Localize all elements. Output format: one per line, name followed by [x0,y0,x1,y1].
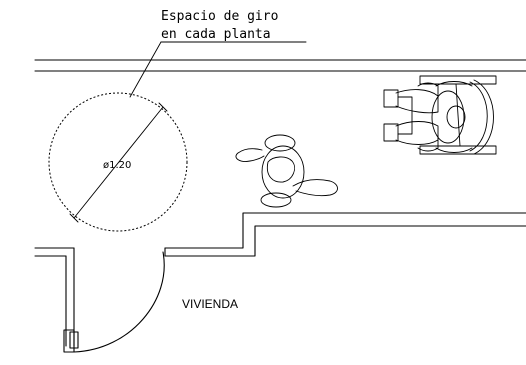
door [63,251,165,353]
turning-circle: ø1.20 [48,92,188,232]
turning-circle-outline [48,92,188,232]
diameter-label: ø1.20 [103,160,131,171]
corridor-top-wall [34,59,526,72]
diameter-dimension-line [73,106,164,219]
door-swing-arc [73,251,165,353]
door-hinge [69,331,79,349]
wheelchair-symbol [383,75,497,155]
door-leaf [63,329,75,353]
turning-space-annotation: Espacio de giro en cada planta [129,9,307,98]
lower-wall [164,212,526,257]
dimension-tick-marks [69,102,168,223]
annotation-leader-line [129,41,162,98]
annotation-line-2: en cada planta [161,27,271,42]
person-symbol [235,134,338,208]
left-wall-stub [34,247,75,347]
annotation-line-1: Espacio de giro [161,9,278,24]
room-label: VIVIENDA [182,297,238,311]
